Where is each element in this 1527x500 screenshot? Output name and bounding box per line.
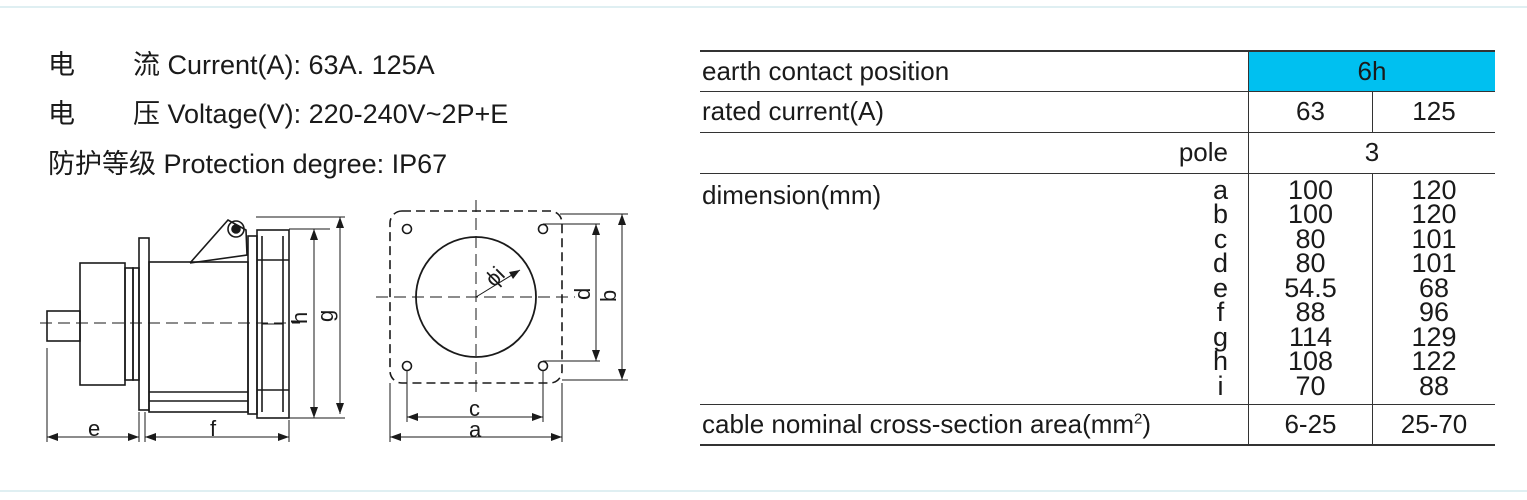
earth-contact-label: earth contact position	[702, 55, 950, 86]
row-cable: cable nominal cross-section area(mm2) 6-…	[700, 404, 1495, 445]
dimension-value-125: 68	[1418, 272, 1450, 303]
pole-value: 3	[1248, 132, 1495, 173]
dimension-letter: g	[1212, 321, 1228, 352]
dimension-label: dimension(mm)	[702, 179, 882, 210]
front-hole-tl	[401, 223, 413, 235]
rated-current-63: 63	[1248, 91, 1373, 132]
dimension-value-125: 101	[1411, 248, 1457, 278]
dimension-value-125: 120	[1411, 199, 1457, 229]
spec-voltage-cn1: 电	[48, 99, 75, 129]
side-ring-2	[132, 267, 140, 381]
dimension-value-63: 100	[1287, 199, 1334, 229]
dimension-letter: b	[1212, 199, 1228, 229]
dimension-letter: a	[1212, 174, 1228, 205]
dim-label-a: a	[469, 417, 482, 442]
dim-label-d: d	[570, 288, 595, 300]
cable-label-sup: 2	[1134, 410, 1143, 428]
dimension-letter: f	[1216, 297, 1225, 327]
dim-label-f: f	[210, 416, 217, 441]
side-front-ring	[247, 235, 258, 415]
dimension-value-125: 101	[1411, 223, 1457, 254]
side-housing	[148, 261, 249, 413]
front-hole-br	[537, 360, 549, 372]
dimension-value-125: 120	[1411, 174, 1457, 205]
spec-current-cn2: 流	[133, 50, 160, 80]
spec-voltage-text: Voltage(V): 220-240V~2P+E	[167, 99, 509, 129]
spec-protection-cn: 防护等级	[48, 149, 156, 179]
dimension-value-63: 100	[1287, 174, 1334, 205]
dim-label-g: g	[313, 310, 338, 322]
spec-voltage-cn2: 压	[133, 99, 160, 129]
dimension-letter: e	[1212, 272, 1228, 303]
dimension-value-125: 88	[1418, 370, 1450, 401]
dim-label-phi-i: ϕi	[480, 262, 510, 292]
dim-label-h: h	[287, 312, 312, 324]
spec-current-text: Current(A): 63A. 125A	[167, 50, 435, 80]
dim-label-c: c	[469, 396, 480, 421]
spec-table: earth contact position 6h rated current(…	[700, 50, 1495, 446]
dimension-value-125: 129	[1411, 321, 1457, 352]
dimension-value-125: 122	[1411, 346, 1457, 376]
cable-label-close: )	[1142, 408, 1152, 439]
side-plug-stub	[46, 310, 81, 342]
dimension-letter: i	[1217, 370, 1224, 401]
dimension-letter: c	[1213, 223, 1228, 254]
row-rated-current: rated current(A) 63 125	[700, 91, 1495, 132]
cable-label: cable nominal cross-section area(mm	[702, 408, 1135, 439]
cable-value-125: 25-70	[1372, 404, 1495, 445]
side-ring-1	[124, 267, 134, 381]
dimension-value-63: 114	[1288, 321, 1333, 352]
dimension-value-63: 80	[1295, 223, 1326, 254]
dimension-value-63: 108	[1287, 346, 1334, 376]
cable-label-cell: cable nominal cross-section area(mm2)	[700, 405, 1249, 445]
spec-current: 电 流 Current(A): 63A. 125A	[48, 50, 435, 80]
row-pole: pole 3	[700, 132, 1495, 173]
side-lid	[189, 218, 248, 264]
spec-voltage: 电 压 Voltage(V): 220-240V~2P+E	[48, 99, 508, 129]
dimension-value-63: 88	[1295, 297, 1326, 327]
dimension-letter: h	[1212, 346, 1228, 376]
side-front-collar	[256, 229, 290, 419]
top-rule	[0, 6, 1527, 8]
rated-current-125: 125	[1372, 91, 1495, 132]
dimension-value-63: 80	[1295, 248, 1326, 278]
dimension-value-125: 96	[1418, 297, 1450, 327]
cable-value-63: 6-25	[1248, 404, 1373, 445]
side-rear-body	[79, 262, 126, 386]
technical-drawing: e f h g d b c a ϕi	[40, 200, 628, 442]
front-hole-tr	[537, 223, 549, 235]
earth-contact-value: 6h	[1248, 51, 1495, 91]
dim-label-e: e	[88, 416, 100, 441]
front-hole-bl	[401, 360, 413, 372]
dimension-value-63: 54.5	[1284, 272, 1337, 303]
dimension-letter: d	[1212, 248, 1228, 278]
row-earth-contact: earth contact position 6h	[700, 51, 1495, 91]
dim-label-b: b	[596, 290, 621, 302]
rated-current-label: rated current(A)	[702, 96, 885, 126]
spec-protection-text: Protection degree: IP67	[163, 149, 448, 179]
dimension-value-63: 70	[1295, 370, 1326, 401]
pole-label: pole	[1178, 137, 1228, 167]
spec-current-cn1: 电	[48, 50, 75, 80]
side-flange	[138, 237, 150, 411]
spec-protection: 防护等级 Protection degree: IP67	[48, 149, 447, 179]
side-lid-hinge	[227, 220, 245, 238]
bottom-rule	[0, 490, 1527, 492]
